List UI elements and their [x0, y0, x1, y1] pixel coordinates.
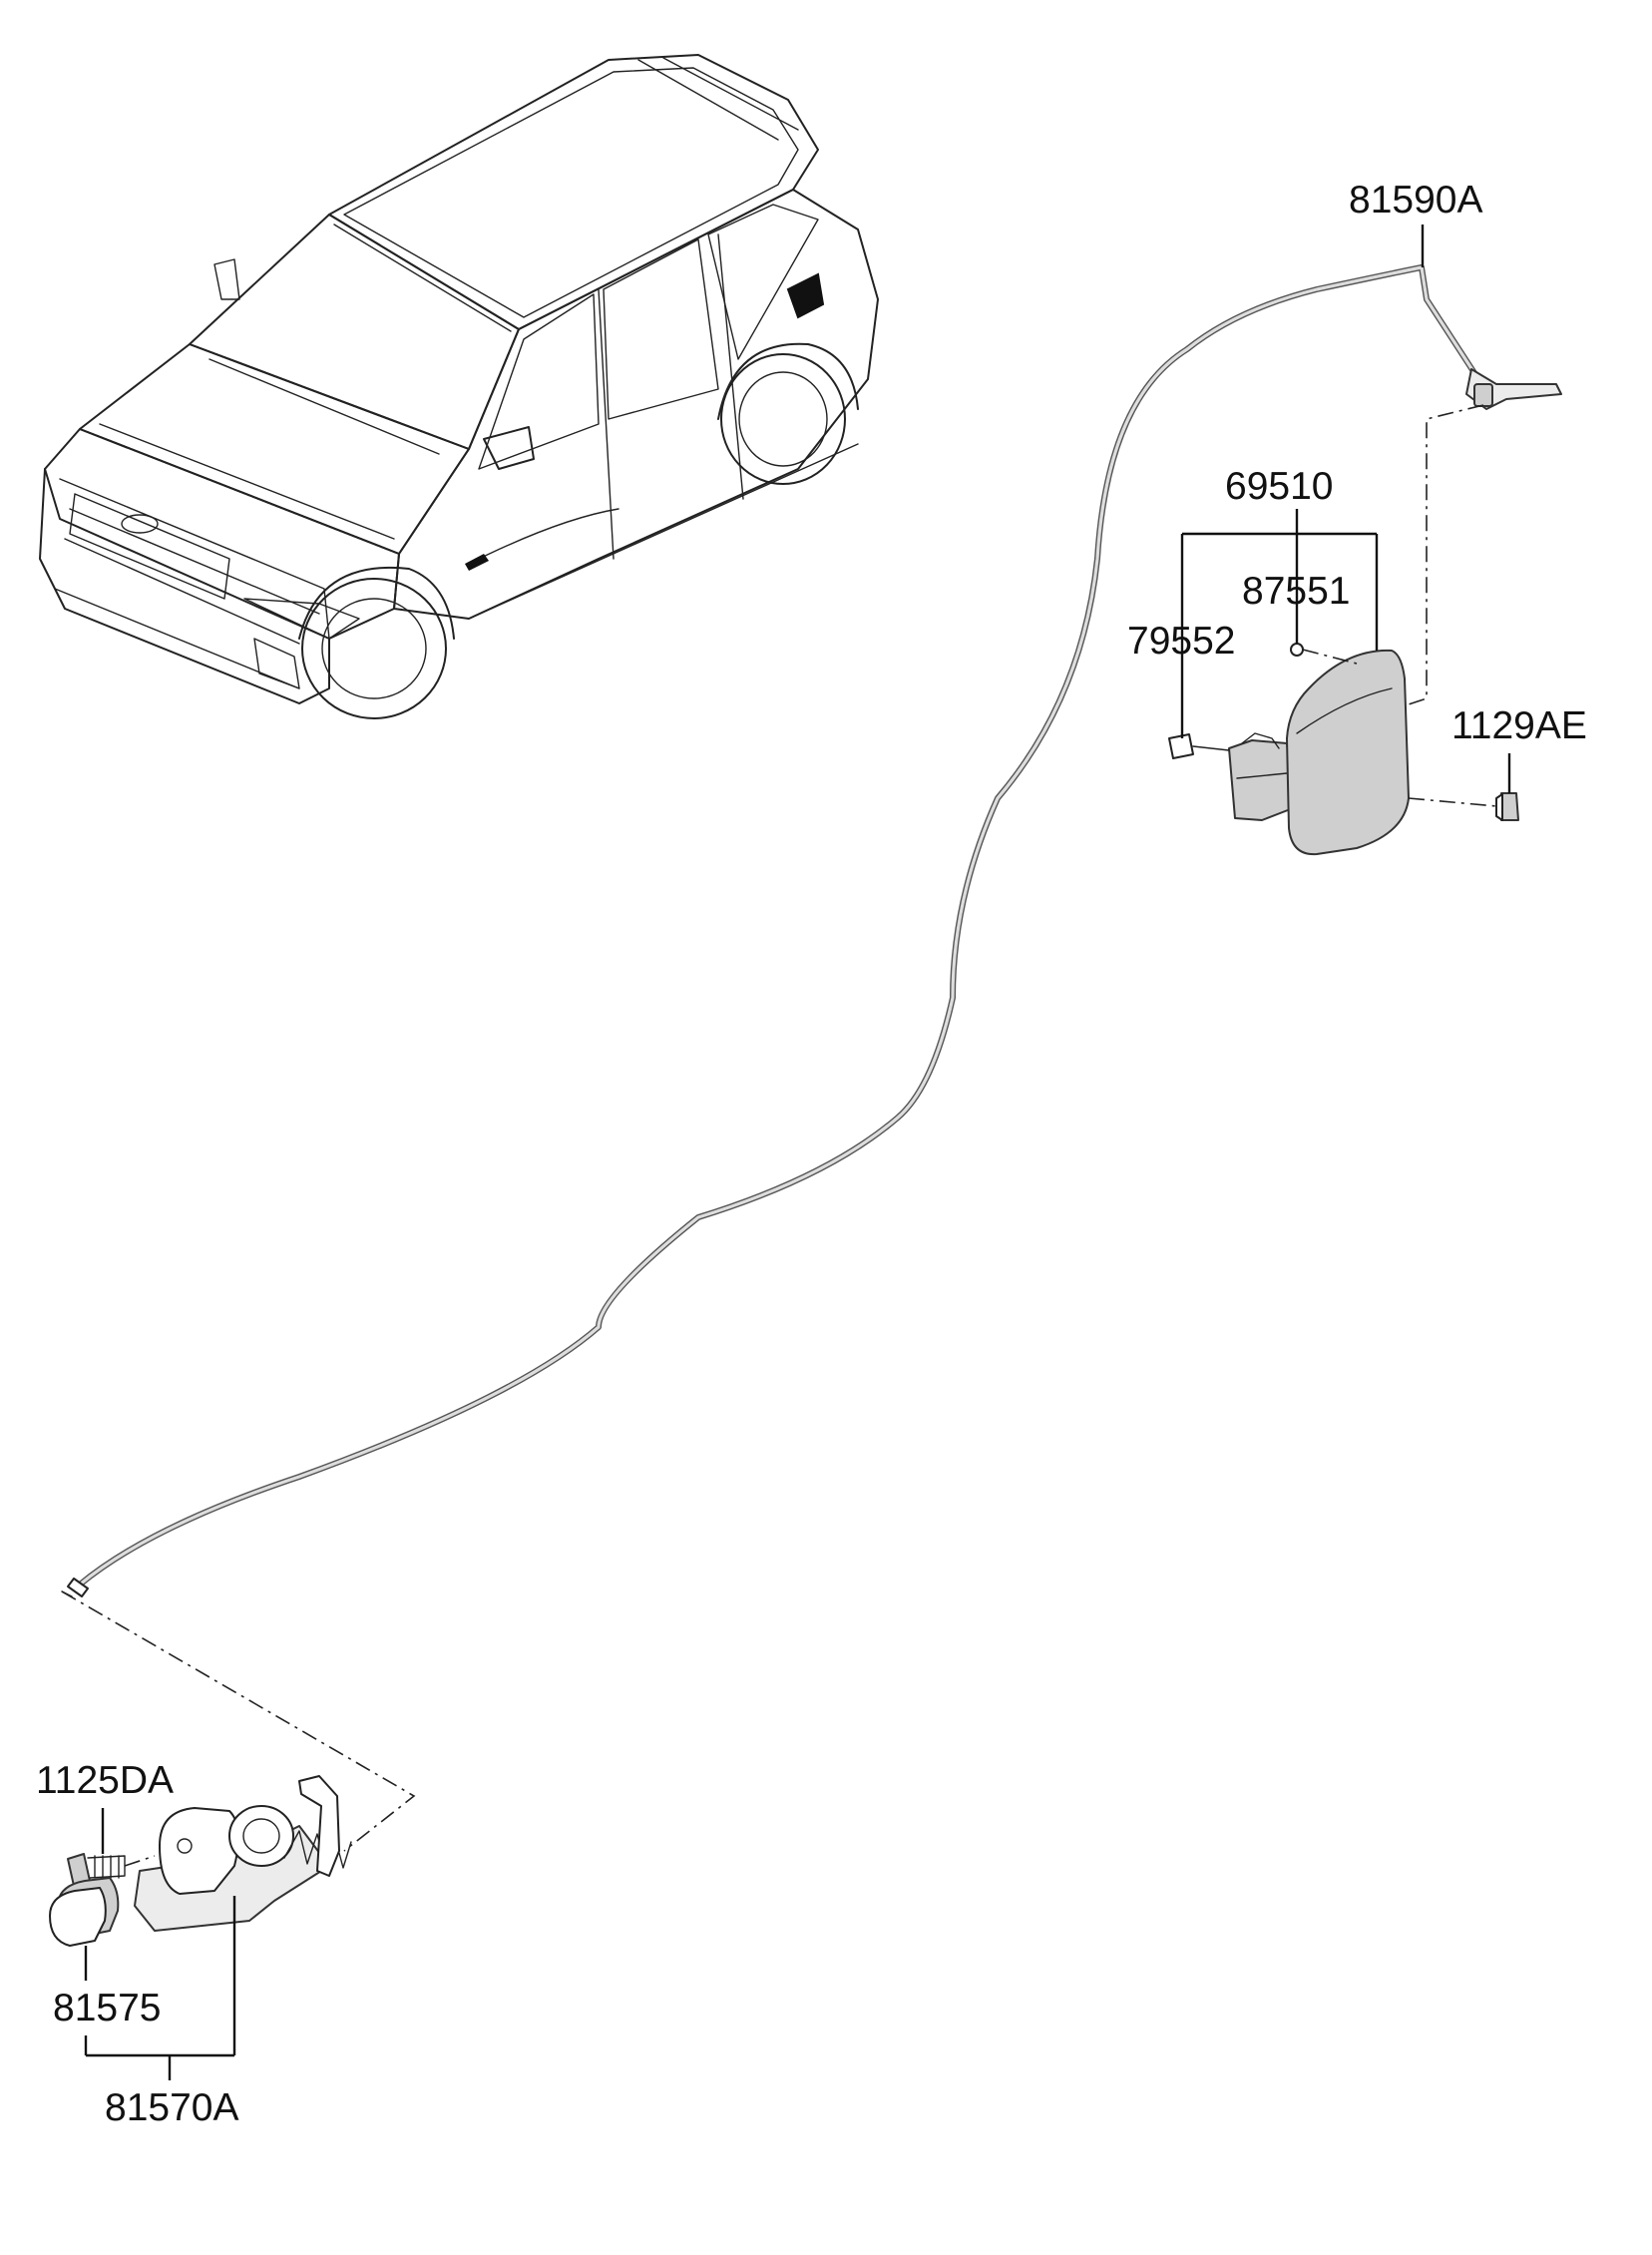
leader-lines [84, 225, 1425, 2080]
bumper-pad-87551 [1290, 643, 1304, 657]
label-1129AE: 1129AE [1451, 704, 1587, 747]
fuel-door-assembly [1168, 643, 1410, 856]
label-81570A: 81570A [105, 2086, 238, 2129]
cable-81590A [61, 264, 1562, 1597]
vehicle-illustration [39, 54, 879, 719]
screw-1129AE [1408, 753, 1519, 821]
cable-link-line [1396, 404, 1484, 709]
label-69510: 69510 [1225, 465, 1333, 508]
label-81590A: 81590A [1349, 179, 1482, 222]
actuator-assembly [49, 1590, 416, 1947]
fuel-door-location [786, 272, 825, 319]
label-81575: 81575 [53, 1987, 161, 2030]
label-79552: 79552 [1127, 620, 1235, 663]
label-1125DA: 1125DA [36, 1759, 174, 1802]
label-87551: 87551 [1242, 570, 1350, 613]
